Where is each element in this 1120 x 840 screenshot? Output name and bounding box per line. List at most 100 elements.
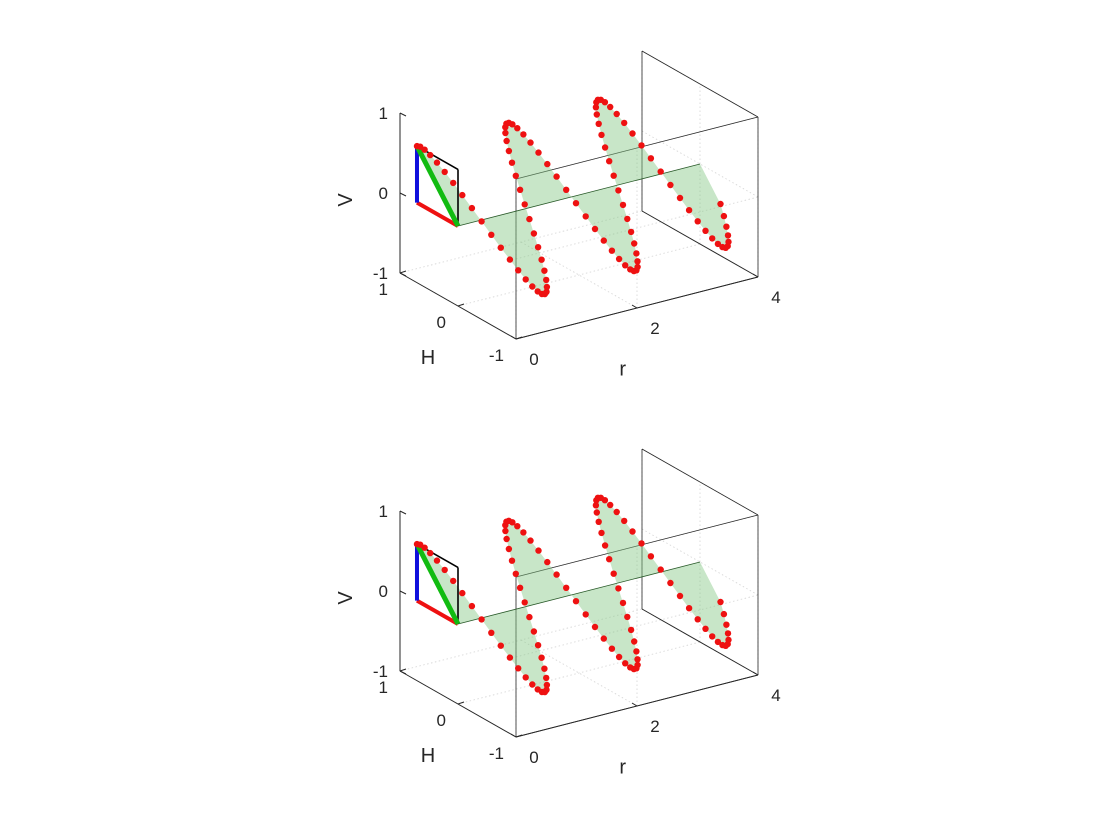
wave-point	[543, 681, 551, 689]
wave-point	[634, 656, 641, 663]
wave-point	[634, 258, 641, 265]
wave-point	[521, 599, 528, 606]
r-tick	[752, 273, 759, 278]
wave-point	[514, 125, 521, 132]
r-axis-end	[641, 210, 759, 278]
h-component-vector	[415, 200, 459, 228]
wave-point	[606, 556, 613, 563]
h-tick-label: 1	[379, 678, 388, 697]
v-axis-label: V	[335, 591, 357, 605]
wave-point	[621, 119, 628, 127]
wave-point	[572, 200, 580, 207]
wave-point	[478, 218, 485, 225]
wave-point	[535, 149, 542, 156]
wave-point	[441, 566, 448, 574]
wave-point	[521, 201, 528, 208]
wave-point	[627, 228, 635, 236]
v-axis-label: V	[335, 193, 357, 207]
wave-point	[541, 665, 548, 672]
wave-point	[514, 523, 521, 530]
h-component-vector	[415, 598, 459, 626]
box-edge	[641, 448, 759, 516]
wave-point	[543, 686, 550, 693]
wave-point	[608, 247, 616, 254]
wave-point	[593, 111, 600, 118]
wave-point	[529, 681, 536, 688]
wave-point	[676, 592, 684, 600]
wave-point	[724, 630, 732, 637]
wave-point	[619, 599, 627, 607]
wave-point	[515, 267, 522, 274]
wave-point	[450, 577, 457, 585]
r-tick	[510, 733, 517, 738]
wave-point	[459, 191, 466, 199]
wave-point	[667, 579, 674, 587]
wave-point	[527, 139, 534, 146]
wave-point	[529, 283, 536, 290]
wave-point	[530, 230, 538, 237]
h-tick	[457, 701, 465, 705]
wave-point	[553, 173, 560, 180]
grid-line	[457, 641, 701, 705]
wave-point	[508, 159, 516, 166]
wave-point	[725, 636, 732, 644]
wave-point	[497, 244, 504, 251]
wave-point	[606, 158, 613, 165]
wave-point	[613, 508, 620, 516]
wave-point	[657, 168, 664, 175]
wave-point	[685, 605, 693, 612]
wave-point	[433, 159, 441, 166]
v-tick	[399, 670, 407, 675]
wave-point	[506, 256, 514, 263]
wave-point	[591, 225, 599, 233]
wave-point	[694, 218, 701, 225]
wave-point	[522, 276, 529, 283]
wave-point	[520, 529, 527, 536]
wave-point	[629, 130, 636, 137]
wave-point	[601, 144, 609, 151]
wave-point	[543, 276, 550, 284]
r-axis-label: r	[619, 358, 626, 380]
wave-point	[541, 267, 548, 274]
box-edge	[641, 50, 759, 118]
h-tick	[515, 336, 523, 340]
wave-point	[723, 223, 730, 230]
wave-point	[582, 213, 589, 220]
wave-point	[468, 204, 476, 212]
wave-point	[535, 547, 542, 554]
wave-point	[503, 137, 510, 145]
v-tick-label: 0	[379, 184, 388, 203]
wave-point	[534, 244, 542, 251]
wave-point	[563, 186, 570, 193]
wave-point	[622, 660, 629, 667]
wave-point	[647, 155, 655, 162]
h-tick	[457, 303, 465, 307]
v-tick	[399, 590, 407, 595]
wave-point	[543, 288, 550, 295]
r-tick-label: 2	[650, 717, 659, 736]
wave-point	[714, 240, 722, 248]
wave-point	[538, 654, 545, 661]
r-tick	[631, 304, 638, 309]
wave-point	[592, 502, 600, 509]
wave-point	[600, 635, 607, 642]
h-tick-label: 0	[437, 711, 446, 730]
wave-point	[714, 638, 722, 646]
wave-point	[702, 227, 709, 234]
wave-point	[488, 231, 495, 238]
wave-point	[421, 146, 428, 153]
wave-point	[534, 642, 542, 649]
wave-point	[633, 250, 640, 257]
wave-point	[563, 584, 570, 591]
box-edge	[515, 514, 759, 578]
wave-point	[627, 626, 635, 634]
wave-point	[515, 665, 522, 672]
wave-point	[720, 212, 728, 220]
wave-point	[613, 110, 620, 118]
wave-point	[527, 537, 534, 544]
v-tick	[399, 192, 407, 197]
wave-point	[601, 542, 609, 549]
wave-point	[702, 625, 709, 632]
